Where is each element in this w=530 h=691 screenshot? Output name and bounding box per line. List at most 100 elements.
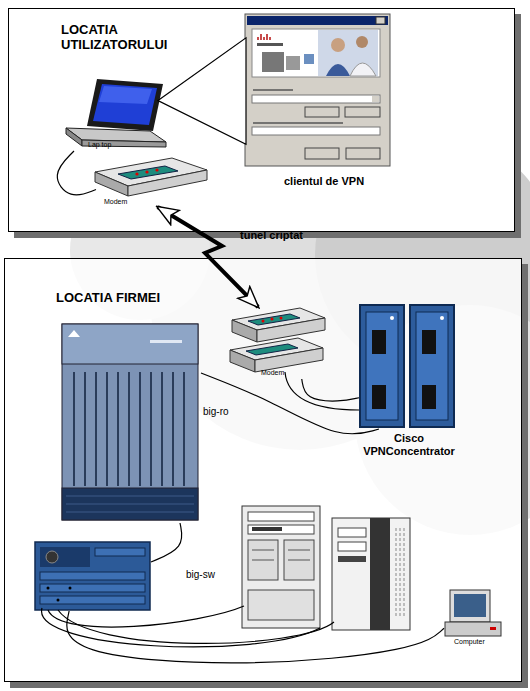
server-illustration — [338, 542, 366, 551]
modem-illustration — [232, 308, 325, 330]
modem-illustration — [232, 320, 257, 342]
cable — [302, 379, 359, 401]
modem-device: Modem — [96, 157, 208, 207]
computer-illustration — [445, 622, 501, 636]
server-illustration — [396, 528, 404, 618]
concentrator-illustration — [366, 312, 398, 420]
server-illustration — [338, 528, 366, 537]
switch-illustration — [40, 547, 90, 567]
modem-illustration — [230, 308, 325, 372]
connector-label: tunel criptat — [240, 229, 303, 241]
router-illustration — [74, 372, 184, 486]
vpn-client-screenshot — [252, 95, 380, 103]
vpn-client-screenshot — [262, 52, 284, 72]
vpn-client-screenshot — [252, 127, 380, 135]
vpn-client-screenshot — [305, 148, 339, 159]
laptop-illustration — [87, 79, 163, 131]
concentrator-illustration — [440, 316, 444, 320]
location-box: LOCATIA UTILIZATORULUI Lap top clientul de… — [8, 8, 515, 232]
modem-illustration — [95, 172, 128, 196]
vpn-client-screenshot — [286, 56, 300, 70]
concentrator-illustration — [416, 312, 448, 420]
laptop-device: Lap top — [66, 79, 166, 151]
concentrator-illustration — [422, 330, 436, 354]
switch-illustration — [47, 587, 50, 590]
server-illustration — [252, 550, 310, 560]
vpn-client-screenshot — [372, 96, 379, 102]
modem-device: Modem — [229, 307, 326, 379]
vpn-client-screenshot — [346, 148, 380, 159]
router-illustration — [62, 324, 198, 520]
modem-illustration — [246, 344, 298, 355]
vpn-client-screenshot — [318, 30, 378, 76]
switch-illustration — [46, 551, 58, 563]
node-label: Cisco VPNConcentrator — [349, 432, 469, 457]
vpn-concentrator: Cisco VPNConcentrator — [359, 304, 459, 429]
modem-illustration — [145, 170, 148, 173]
server-illustration — [332, 518, 410, 630]
vpn-client-screenshot — [257, 43, 283, 46]
vpn-client-window: clientul de VPN — [246, 15, 391, 167]
vpn-client-screenshot — [253, 90, 343, 123]
router-illustration — [62, 324, 198, 364]
concentrator-illustration — [360, 305, 454, 427]
computer-device: Computer — [444, 589, 506, 645]
laptop-illustration — [93, 84, 157, 125]
computer-illustration — [450, 590, 490, 622]
node-label: LOCATIA FIRMEI — [56, 291, 216, 306]
vpn-client-screenshot — [304, 54, 314, 64]
node-label: Lap top — [88, 141, 138, 149]
connector-layer — [57, 38, 444, 663]
cable — [57, 151, 96, 195]
cable — [48, 606, 244, 627]
cable — [42, 372, 359, 647]
switch-illustration — [40, 584, 145, 592]
modem-illustration — [155, 168, 158, 171]
server-illustration — [252, 527, 282, 531]
laptop-illustration — [82, 140, 166, 147]
vpn-client-screenshot — [345, 107, 380, 117]
zoom-callout — [158, 38, 246, 144]
switch-illustration — [69, 587, 72, 590]
node-label: Modem — [261, 369, 301, 377]
server-illustration — [248, 525, 314, 534]
computer-illustration — [454, 594, 486, 617]
cable — [151, 523, 182, 562]
vpn-client-screenshot — [350, 63, 376, 76]
location-box: LOCATIA FIRMEIbig-roModemCisco VPNConcen… — [4, 258, 522, 682]
vpn-client-screenshot — [245, 14, 390, 166]
node-label: big-sw — [186, 569, 236, 581]
concentrator-illustration — [410, 305, 454, 427]
laptop-illustration — [66, 128, 166, 142]
router-illustration — [66, 496, 194, 512]
computer-illustration — [490, 627, 496, 630]
switch-illustration — [40, 572, 145, 580]
vpn-client-screenshot — [247, 16, 388, 25]
router-illustration — [62, 488, 198, 520]
node-label: Computer — [454, 638, 504, 646]
node-label: Modem — [104, 198, 144, 206]
server-illustration — [248, 540, 278, 580]
cable — [67, 611, 444, 663]
concentrator-illustration — [372, 385, 386, 409]
concentrator-illustration — [360, 305, 404, 427]
vpn-client-screenshot — [331, 38, 345, 52]
node-label: LOCATIA UTILIZATORULUI — [61, 23, 191, 53]
concentrator-illustration — [390, 316, 394, 320]
laptop-illustration — [66, 79, 166, 147]
modem-illustration — [135, 172, 138, 175]
modem-illustration — [128, 170, 207, 196]
server-illustration — [242, 506, 320, 628]
router-illustration — [68, 330, 80, 337]
switch-illustration — [35, 542, 150, 610]
vpn-client-screenshot — [258, 34, 270, 40]
modem-illustration — [271, 318, 274, 321]
concentrator-illustration — [422, 385, 436, 409]
switch-illustration — [57, 599, 60, 602]
switch-illustration — [95, 548, 145, 556]
encrypted-tunnel — [158, 207, 259, 307]
router-illustration — [150, 340, 182, 343]
